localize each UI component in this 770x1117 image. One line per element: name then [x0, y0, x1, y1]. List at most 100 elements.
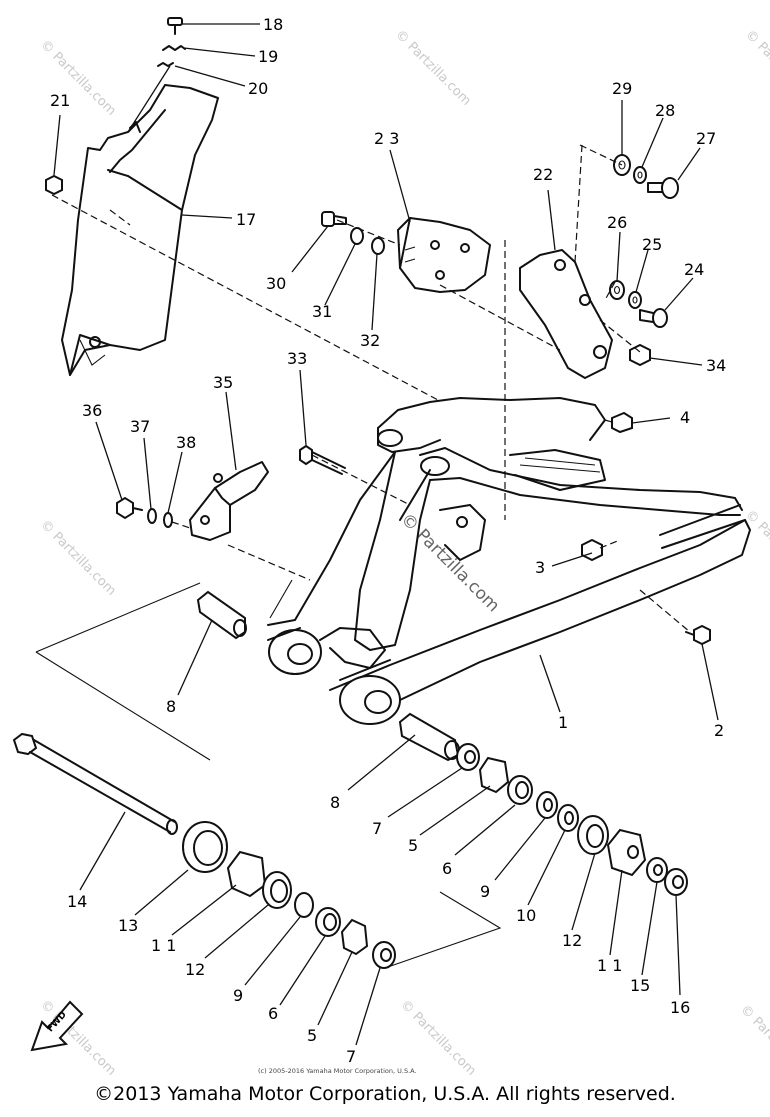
part-5-bearing-right [478, 756, 510, 794]
part-6-bearing-right [507, 775, 533, 805]
watermark: © Partzilla.com [392, 27, 474, 109]
part-5-bearing-left [340, 918, 369, 956]
callout-11-left: 1 1 [151, 936, 176, 955]
callout-23: 2 3 [374, 129, 399, 148]
part-27-bolt [647, 177, 679, 199]
callout-37: 37 [130, 417, 150, 436]
part-17-cover [61, 84, 219, 376]
callout-9-lower: 9 [233, 986, 243, 1005]
part-35-guard [189, 461, 269, 541]
part-22-plate [519, 249, 613, 379]
callout-36: 36 [82, 401, 102, 420]
callout-3: 3 [535, 558, 545, 577]
part-30-bolt [321, 211, 347, 227]
callout-26: 26 [607, 213, 627, 232]
leader-lines [53, 23, 719, 1046]
callout-9-upper: 9 [480, 882, 490, 901]
callout-30: 30 [266, 274, 286, 293]
callout-8-lower: 8 [330, 793, 340, 812]
callout-35: 35 [213, 373, 233, 392]
callout-34: 34 [706, 356, 726, 375]
callout-14: 14 [67, 892, 87, 911]
callout-1: 1 [558, 713, 568, 732]
part-7-cap-right [456, 743, 480, 771]
part-11-bushing-right [606, 828, 647, 877]
callout-28: 28 [655, 101, 675, 120]
callout-4: 4 [680, 408, 690, 427]
callout-2: 2 [714, 721, 724, 740]
part-16-nut [664, 868, 688, 896]
part-13-collar [182, 821, 228, 873]
part-12-seal-left [262, 871, 292, 909]
watermarks: © Partzilla.com © Partzilla.com © Partzi… [37, 27, 770, 1084]
part-6-bearing-left [315, 907, 341, 937]
frame [267, 397, 743, 669]
callout-20: 20 [248, 79, 268, 98]
callout-19: 19 [258, 47, 278, 66]
part-9-washer-left [294, 892, 314, 918]
watermark: © Partzilla.com [37, 517, 119, 599]
part-14-pivot-shaft [12, 732, 178, 835]
callout-21: 21 [50, 91, 70, 110]
watermark: © Partzilla.com [742, 507, 770, 589]
center-watermark: © Partzilla.com [396, 509, 503, 616]
watermark: © Partzilla.com [737, 1002, 770, 1084]
part-2-bolt [685, 624, 711, 646]
part-28-washer [633, 166, 647, 184]
part-1-swing-arm [267, 504, 751, 725]
part-19-washer [162, 45, 186, 51]
part-31-washer [350, 227, 364, 245]
callout-12-right: 12 [562, 931, 582, 950]
part-34-nut [629, 343, 651, 367]
part-32-washer [371, 237, 385, 255]
callout-8-upper: 8 [166, 697, 176, 716]
callout-38: 38 [176, 433, 196, 452]
part-12-seal-right [577, 815, 609, 855]
callout-7-upper: 7 [372, 819, 382, 838]
hardware-group-outline [35, 582, 502, 969]
part-23-bracket [397, 217, 491, 293]
callout-24: 24 [684, 260, 704, 279]
small-credit: (c) 2005-2016 Yamaha Motor Corporation, … [258, 1067, 417, 1075]
callout-5-upper: 5 [408, 836, 418, 855]
part-4-cap [611, 411, 633, 434]
callout-31: 31 [312, 302, 332, 321]
part-18-screw [167, 17, 183, 35]
callout-16: 16 [670, 998, 690, 1017]
callouts: 18 19 20 21 17 2 3 22 29 28 27 26 25 24 … [50, 15, 726, 1066]
part-8-collar-upper [196, 590, 247, 640]
callout-22: 22 [533, 165, 553, 184]
part-33-bolt [299, 444, 346, 475]
part-21-nut [45, 174, 63, 196]
part-7-cap-left [372, 941, 396, 969]
part-36-bolt [116, 496, 143, 520]
part-20-washer [157, 62, 174, 67]
part-37-washer [147, 508, 157, 524]
callout-6-lower: 6 [268, 1004, 278, 1023]
part-26-washer [609, 280, 625, 300]
copyright-footer: ©2013 Yamaha Motor Corporation, U.S.A. A… [94, 1083, 676, 1105]
callout-11-right: 1 1 [597, 956, 622, 975]
callout-17: 17 [236, 210, 256, 229]
callout-18: 18 [263, 15, 283, 34]
callout-15: 15 [630, 976, 650, 995]
part-38-washer [163, 512, 173, 528]
callout-27: 27 [696, 129, 716, 148]
assembly-lines [51, 144, 691, 633]
callout-33: 33 [287, 349, 307, 368]
part-24-bolt [639, 308, 668, 328]
part-25-washer [628, 291, 642, 309]
callout-7-lower: 7 [346, 1047, 356, 1066]
callout-5-lower: 5 [307, 1026, 317, 1045]
part-11-bushing-left [226, 850, 267, 898]
part-8-collar-lower [398, 712, 460, 762]
part-3-nut [581, 538, 603, 562]
callout-29: 29 [612, 79, 632, 98]
callout-6-upper: 6 [442, 859, 452, 878]
part-9-washer-right [536, 791, 558, 819]
watermark: © Partzilla.com [742, 27, 770, 109]
callout-12-left: 12 [185, 960, 205, 979]
callout-13: 13 [118, 916, 138, 935]
callout-32: 32 [360, 331, 380, 350]
